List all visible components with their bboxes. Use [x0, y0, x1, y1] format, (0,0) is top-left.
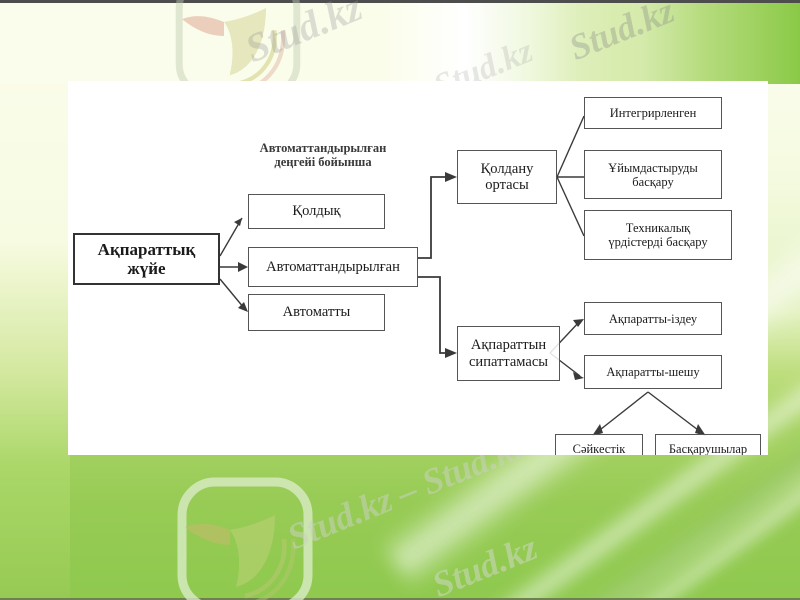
node-automatic[interactable]: Автоматты	[248, 294, 385, 331]
slide-top-edge	[0, 0, 800, 3]
diagram-connectors	[219, 115, 706, 436]
node-automated[interactable]: Автоматтандырылған	[248, 247, 418, 287]
node-manual[interactable]: Қолдық	[248, 194, 385, 229]
background-top-band	[0, 0, 800, 84]
background-left-column	[0, 0, 70, 600]
background-top-highlight	[0, 0, 800, 84]
node-managers[interactable]: Басқарушылар	[655, 434, 761, 455]
node-information-decision[interactable]: Ақпаратты-шешу	[584, 355, 722, 389]
node-information-retrieval[interactable]: Ақпаратты-іздеу	[584, 302, 722, 335]
node-integrated[interactable]: Интегрирленген	[584, 97, 722, 129]
slide-bottom-edge	[0, 598, 800, 600]
node-conformity[interactable]: Сәйкестік	[555, 434, 643, 455]
